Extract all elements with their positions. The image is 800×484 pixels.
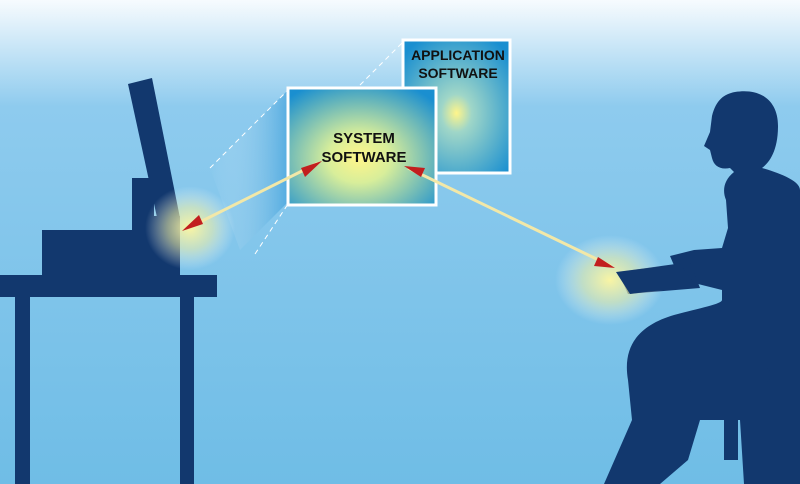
arrowhead-keyboard-end — [594, 257, 615, 268]
arrowhead-system-left-end — [301, 161, 322, 177]
beam-dashed-line-top — [209, 89, 289, 169]
beam-dashed-line-bottom — [254, 203, 289, 255]
keyboard-silhouette — [616, 264, 696, 294]
system-software-label: SYSTEM SOFTWARE — [312, 129, 416, 167]
system-software-panel — [286, 86, 438, 207]
system-software-line1: SYSTEM — [333, 130, 395, 147]
computer-desk — [0, 78, 217, 484]
application-software-line2: SOFTWARE — [418, 65, 498, 81]
app-dashed-line-top — [359, 41, 404, 86]
arrowhead-computer-end — [182, 215, 203, 231]
application-software-line1: APPLICATION — [411, 47, 505, 63]
application-software-label: APPLICATION SOFTWARE — [405, 46, 511, 82]
system-software-line2: SOFTWARE — [321, 149, 407, 166]
keyboard-halo — [555, 235, 665, 325]
arrow-system-to-keyboard — [407, 166, 612, 268]
arrow-computer-to-system — [185, 161, 319, 231]
arrowhead-system-right-end — [404, 166, 425, 177]
